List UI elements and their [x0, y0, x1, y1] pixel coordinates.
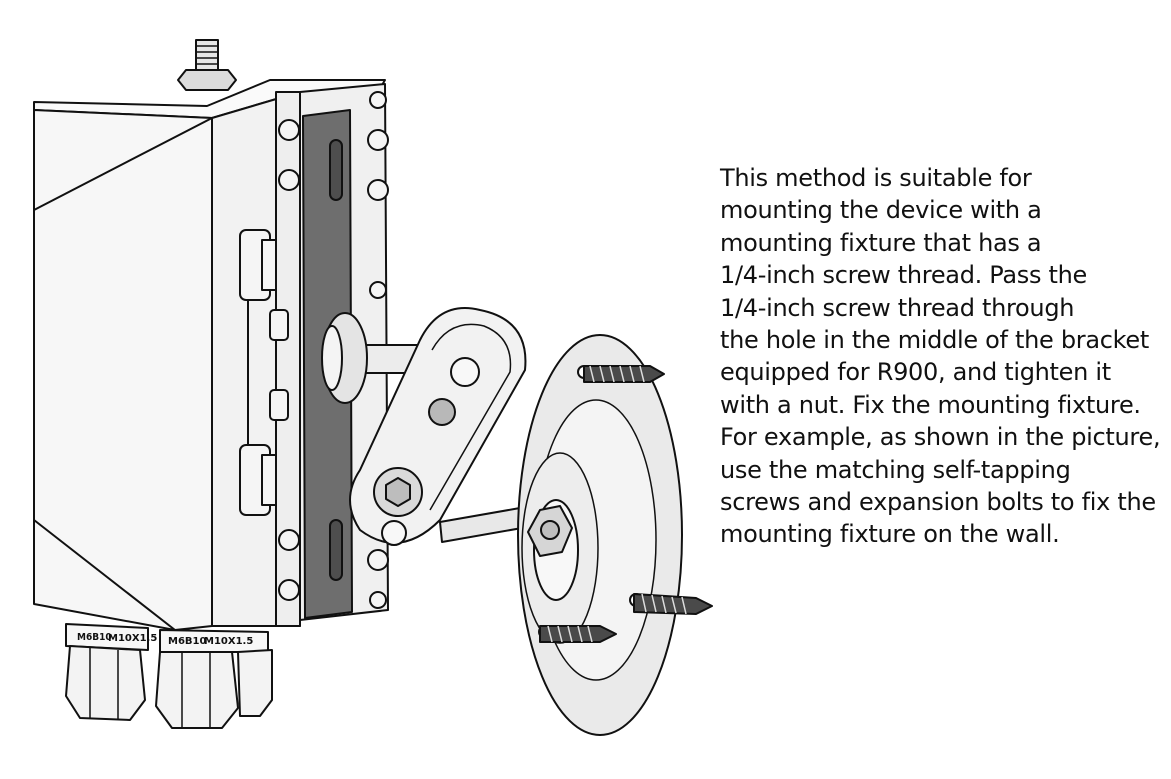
instruction-line: use the matching self-tapping [720, 455, 1071, 484]
instruction-line: 1/4-inch screw thread through [720, 293, 1075, 322]
instruction-line: with a nut. Fix the mounting fixture. [720, 390, 1141, 419]
instruction-line: equipped for R900, and tighten it [720, 358, 1111, 387]
cable-glands: M6B10 M10X1.5 M6B10 M10X1.5 [65, 623, 273, 729]
instruction-line: mounting fixture on the wall. [720, 520, 1060, 549]
swivel-arm [321, 307, 527, 546]
wall-base-plate [517, 334, 683, 736]
instruction-line: screws and expansion bolts to fix the [720, 488, 1156, 517]
instruction-text: This method is suitable for mounting the… [720, 162, 1165, 551]
instruction-line: the hole in the middle of the bracket [720, 326, 1149, 355]
instruction-line: For example, as shown in the picture, [720, 423, 1161, 452]
gland-label: M10X1.5 [108, 633, 157, 644]
self-tapping-screws [539, 365, 713, 643]
instruction-line: mounting fixture that has a [720, 228, 1042, 257]
instruction-line: 1/4-inch screw thread. Pass the [720, 261, 1088, 290]
instruction-line: mounting the device with a [720, 196, 1042, 225]
gland-label: M10X1.5 [204, 636, 253, 647]
instruction-line: This method is suitable for [720, 164, 1032, 192]
gland-label: M6B10 [168, 636, 206, 647]
gland-label: M6B10 [77, 632, 112, 643]
